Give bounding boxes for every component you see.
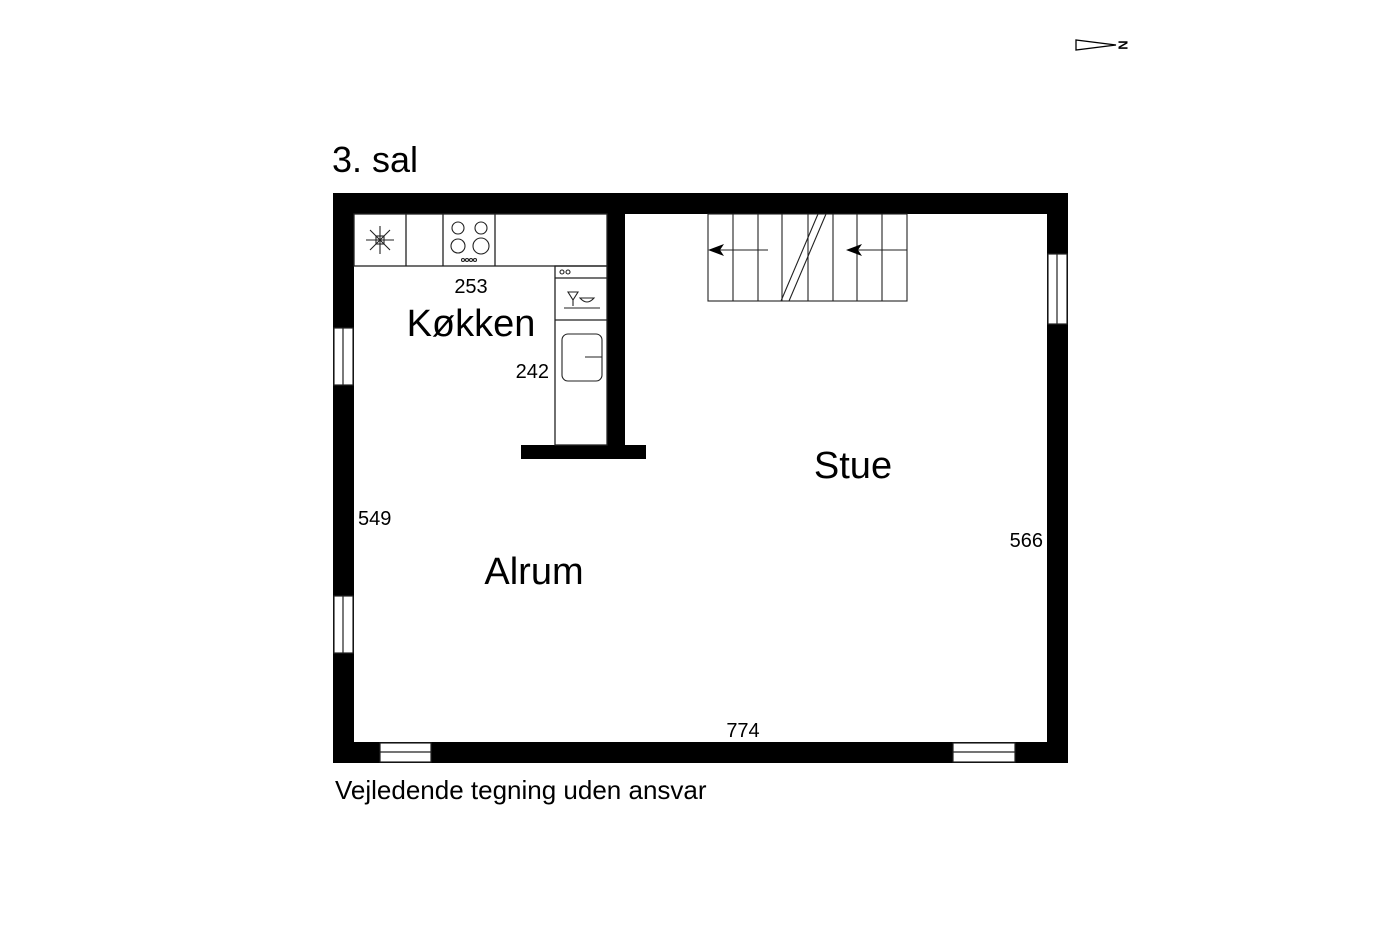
disclaimer: Vejledende tegning uden ansvar [335,775,707,805]
kitchen-counter-top [353,213,608,267]
north-arrow-icon: N [1075,39,1131,51]
kitchen-room-label: Køkken [407,303,536,345]
sunroom-height-measure: 549 [358,508,391,530]
floor-title: 3. sal [332,139,418,180]
interior-wall [521,214,646,459]
outer-walls [333,193,1068,763]
sunroom-width-measure: 774 [726,720,759,742]
stair-arrow-icon [708,244,724,256]
sunroom-room-label: Alrum [484,551,583,593]
kitchen-counter-side [554,265,608,446]
window [952,742,1016,763]
living-room-label: Stue [814,445,892,487]
staircase [707,213,908,302]
freezer-icon [366,226,394,254]
dishwasher-icon [559,269,600,309]
living-room-measure: 566 [1010,530,1043,552]
window [379,742,432,763]
sink-icon [561,333,603,382]
window [1047,253,1068,325]
stair-arrow-icon [846,244,862,256]
kitchen-width-measure: 253 [454,276,487,298]
stove-icon [450,221,490,263]
north-label: N [1116,40,1131,49]
kitchen-depth-measure: 242 [516,361,549,383]
window [333,595,354,654]
window [333,327,354,386]
